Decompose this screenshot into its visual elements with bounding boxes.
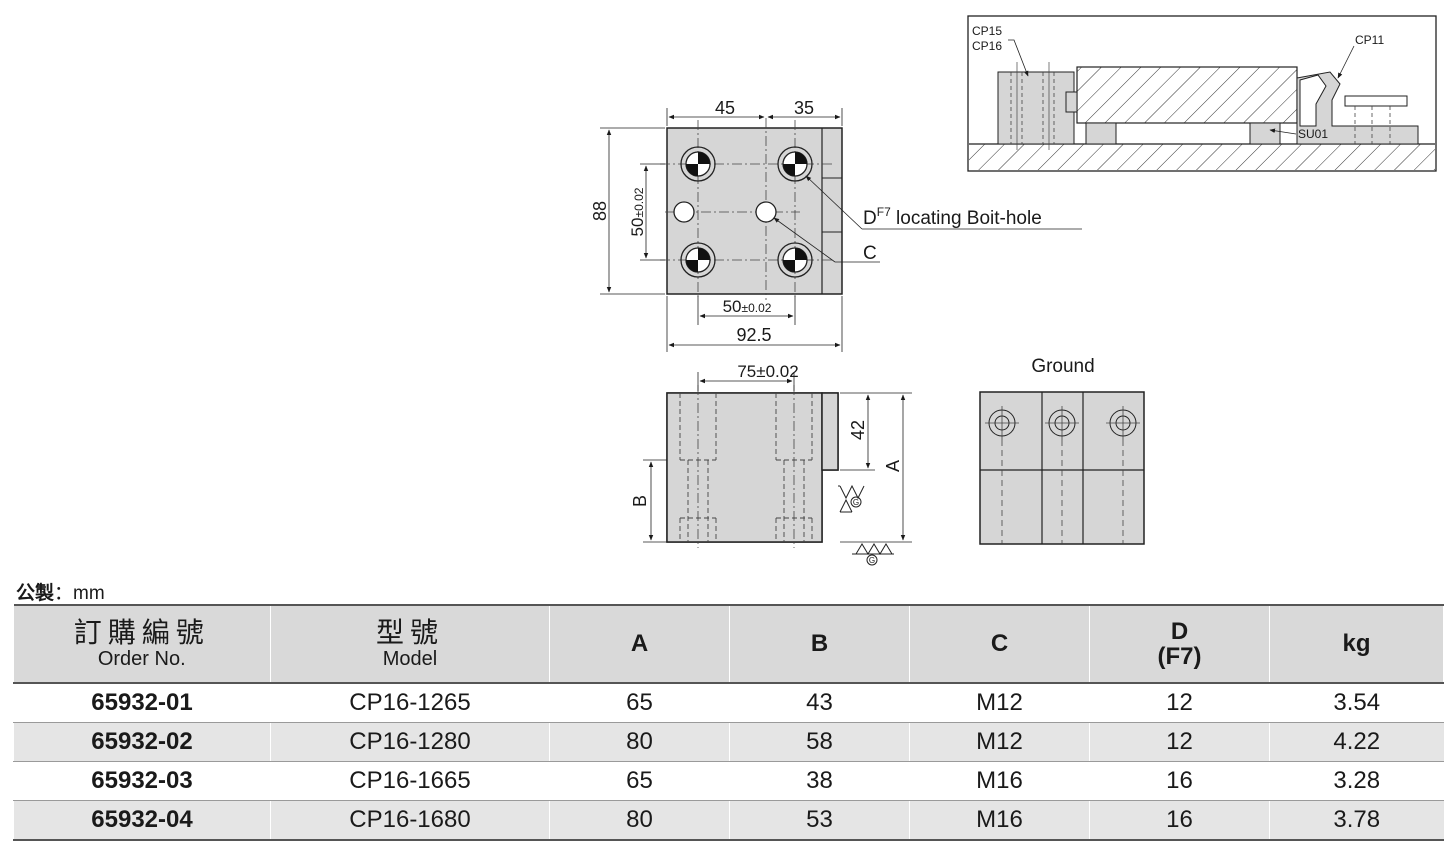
technical-drawing: 45 35 88 50±0.02 50±0.02 92.5 DF7 locati… (590, 15, 1437, 566)
label-c: C (863, 243, 877, 264)
workpiece (1076, 66, 1298, 124)
cell-order: 65932-04 (13, 800, 271, 841)
table-row: 65932-04 CP16-1680 80 53 M16 16 3.78 (13, 800, 1444, 841)
unit-label: 公製：mm (16, 578, 105, 605)
cell-order: 65932-03 (13, 761, 271, 801)
cell-d: 16 (1089, 800, 1270, 841)
label-cp15: CP15 (972, 24, 1002, 38)
cell-d: 12 (1089, 722, 1270, 762)
side-view-title: Ground (1031, 356, 1094, 377)
cell-order: 65932-02 (13, 722, 271, 762)
dim-88: 88 (590, 201, 610, 221)
cell-c: M12 (909, 683, 1090, 723)
dim-50-vertical: 50 (628, 218, 647, 237)
cell-model: CP16-1280 (270, 722, 550, 762)
header-d-label: D (1170, 617, 1189, 645)
label-b: B (630, 495, 650, 507)
header-order-en: Order No. (97, 648, 186, 671)
cell-a: 65 (549, 761, 730, 801)
ground-mark-front: G (853, 498, 859, 507)
cell-model: CP16-1665 (270, 761, 550, 801)
svg-text:DF7 locating Boit-hole: DF7 locating Boit-hole (863, 205, 1042, 229)
dim-45: 45 (715, 98, 735, 118)
cell-d: 16 (1089, 761, 1270, 801)
label-a: A (883, 460, 903, 472)
cell-b: 43 (729, 683, 910, 723)
cell-c: M16 (909, 761, 1090, 801)
cell-kg: 4.22 (1269, 722, 1444, 762)
header-kg: kg (1269, 604, 1444, 684)
dim-92-5: 92.5 (736, 325, 771, 345)
label-d-text: locating Boit-hole (891, 208, 1042, 229)
header-c: C (909, 604, 1090, 684)
dim-35: 35 (794, 98, 814, 118)
top-view: 45 35 88 50±0.02 50±0.02 92.5 DF7 locati… (590, 98, 1082, 352)
tol-50-horizontal: ±0.02 (741, 301, 771, 315)
ground-finish-icon (852, 543, 894, 566)
cell-b: 53 (729, 800, 910, 841)
locating-hole-icon (777, 242, 813, 278)
tol-75: ±0.02 (756, 362, 798, 381)
bolt-hole-icon (673, 201, 695, 223)
cell-model: CP16-1265 (270, 683, 550, 723)
front-view: 75±0.02 42 A B G G (630, 362, 912, 566)
cell-order: 65932-01 (13, 683, 271, 723)
table-row: 65932-03 CP16-1665 65 38 M16 16 3.28 (13, 761, 1444, 801)
header-d-sub: (F7) (1157, 643, 1202, 670)
cell-b: 58 (729, 722, 910, 762)
header-model-en: Model (382, 648, 438, 671)
table-row: 65932-01 CP16-1265 65 43 M12 12 3.54 (13, 683, 1444, 723)
cell-a: 80 (549, 722, 730, 762)
unit-separator: ： (54, 583, 74, 604)
svg-text:75±0.02: 75±0.02 (737, 362, 798, 381)
dim-42: 42 (848, 420, 868, 440)
dim-75: 75 (737, 362, 756, 381)
bolt-hole-icon (755, 201, 777, 223)
cell-a: 65 (549, 683, 730, 723)
label-cp16: CP16 (972, 39, 1002, 53)
cell-c: M12 (909, 722, 1090, 762)
tol-50-vertical: ±0.02 (632, 187, 646, 217)
cell-kg: 3.28 (1269, 761, 1444, 801)
cell-kg: 3.78 (1269, 800, 1444, 841)
unit-value: mm (73, 583, 105, 604)
ground-mark-bottom: G (869, 556, 875, 565)
dim-50-horizontal: 50 (723, 297, 742, 316)
label-su01: SU01 (1298, 127, 1328, 141)
cell-model: CP16-1680 (270, 800, 550, 841)
header-a: A (549, 604, 730, 684)
cell-a: 80 (549, 800, 730, 841)
table-row: 65932-02 CP16-1280 80 58 M12 12 4.22 (13, 722, 1444, 762)
cell-c: M16 (909, 800, 1090, 841)
cell-d: 12 (1089, 683, 1270, 723)
assembly-inset: CP15 CP16 CP11 SU01 (967, 15, 1437, 172)
svg-text:50±0.02: 50±0.02 (723, 297, 772, 316)
header-model-zh: 型號 (375, 616, 444, 648)
locating-hole-icon (680, 146, 716, 182)
label-d-superscript: F7 (877, 205, 891, 219)
locating-hole-icon (680, 242, 716, 278)
header-order-zh: 訂購編號 (73, 616, 210, 648)
cell-b: 38 (729, 761, 910, 801)
cp16-block (997, 71, 1075, 145)
cell-kg: 3.54 (1269, 683, 1444, 723)
ground-finish-icon (838, 484, 865, 513)
side-view: Ground (979, 356, 1145, 545)
label-d: D (863, 208, 877, 229)
svg-text:50±0.02: 50±0.02 (628, 187, 647, 236)
label-cp11: CP11 (1355, 33, 1384, 47)
header-b: B (729, 604, 910, 684)
cp11-clamp (1296, 71, 1419, 145)
locating-hole-icon (777, 146, 813, 182)
unit-label-text: 公製 (16, 583, 55, 604)
header-d: D(F7) (1089, 604, 1270, 684)
